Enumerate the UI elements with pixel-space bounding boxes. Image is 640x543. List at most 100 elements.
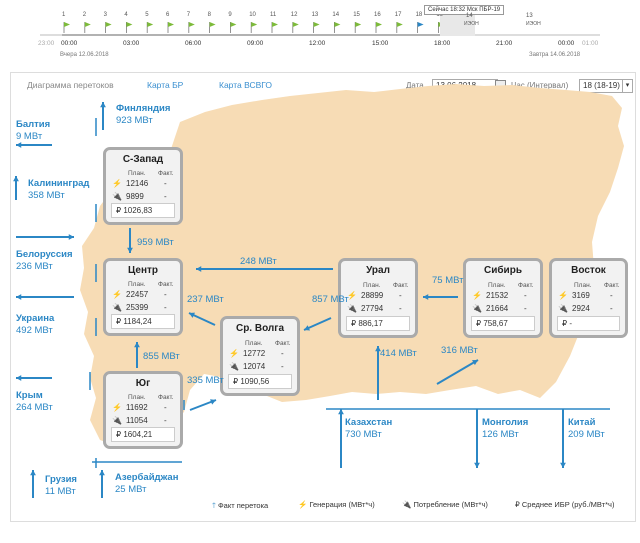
arrow-up-icon: 🡑 [212, 501, 218, 510]
col-fact: Факт. [518, 282, 534, 289]
region-name: Урал [366, 265, 390, 276]
col-fact: Факт. [393, 282, 409, 289]
tab-vsvgo-map[interactable]: Карта ВСВГО [219, 80, 273, 90]
timeline-tick: 18:00 [434, 40, 451, 47]
hour-label[interactable]: 9 [228, 12, 232, 18]
generation-icon: ⚡ [298, 500, 310, 509]
hour-label[interactable]: 5 [145, 12, 149, 18]
legend-generation: ⚡ Генерация (МВт*ч) [298, 500, 375, 509]
gen-fact: - [281, 349, 284, 358]
marker-label: ИЭОН [464, 21, 479, 27]
tab-br-map[interactable]: Карта БР [147, 80, 184, 90]
cons-plan: 25399 [126, 303, 149, 312]
hour-label[interactable]: 8 [207, 12, 211, 18]
hour-label[interactable]: 4 [124, 12, 128, 18]
arrow-head-icon [16, 142, 22, 148]
region-box-szapad[interactable]: С-Запад План. Факт. ⚡ 12146 - 🔌 9899 - ₽… [103, 147, 183, 225]
hour-label[interactable]: 18 [415, 12, 423, 18]
hour-label[interactable]: 2 [82, 12, 87, 18]
cons-plan: 21664 [486, 304, 509, 313]
chevron-down-icon[interactable]: ▾ [622, 80, 632, 92]
hour-label[interactable]: 12 [290, 12, 298, 18]
gen-plan: 28899 [361, 291, 384, 300]
gen-plan: 22457 [126, 290, 149, 299]
tomorrow-label[interactable]: Завтра 14.06.2018 [529, 52, 581, 58]
arrow-head-icon [474, 462, 480, 468]
hour-label[interactable]: 16 [374, 12, 381, 18]
cons-plan: 2924 [572, 304, 590, 313]
generation-icon: ⚡ [347, 291, 357, 300]
hour-label[interactable]: 3 [103, 12, 107, 18]
hour-label[interactable]: 13 [311, 12, 319, 18]
gen-plan: 3169 [572, 291, 590, 300]
gen-fact: - [610, 291, 613, 300]
price-value: - [569, 319, 572, 328]
price-value: 1604,21 [123, 430, 153, 439]
col-plan: План. [574, 282, 592, 289]
legend-price: ₽ Среднее ИБР (руб./МВт*ч) [515, 500, 614, 509]
hour-label[interactable]: 10 [249, 12, 256, 18]
flow-ural-volga: 857 МВт [312, 294, 349, 305]
consumption-icon: 🔌 [229, 362, 239, 371]
hour-label[interactable]: 14 [332, 12, 340, 18]
generation-icon: ⚡ [472, 291, 482, 300]
region-box-ural[interactable]: Урал План. Факт. ⚡ 28899 - 🔌 27794 - ₽ 8… [338, 258, 418, 338]
arrow-head-icon [304, 325, 310, 331]
generation-icon: ⚡ [558, 291, 568, 300]
flow-crimea-value: 264 МВт [16, 402, 53, 413]
col-plan: План. [245, 340, 263, 347]
hour-flag-icon [355, 22, 362, 27]
flow-arrow-kaz-sibir [436, 359, 479, 385]
arrow-head-icon [99, 470, 105, 476]
hour-label[interactable]: 15 [353, 12, 360, 18]
flow-georgia-name: Грузия [45, 474, 77, 485]
cons-plan: 27794 [361, 304, 384, 313]
consumption-icon: 🔌 [472, 304, 482, 313]
yesterday-label[interactable]: Вчера 12.06.2018 [60, 52, 109, 58]
hour-flag-icon [376, 22, 382, 27]
consumption-icon: 🔌 [402, 500, 414, 509]
region-box-yug[interactable]: Юг План. Факт. ⚡ 11692 - 🔌 11054 - ₽ 160… [103, 371, 183, 449]
region-box-sibir[interactable]: Сибирь План. Факт. ⚡ 21532 - 🔌 21664 - ₽… [463, 258, 543, 338]
hour-select[interactable]: 18 (18-19) ▾ [579, 79, 633, 93]
hour-flag-icon [313, 22, 320, 27]
timeline-graphic [40, 14, 600, 36]
tab-flow-diagram[interactable]: Диаграмма перетоков [27, 80, 114, 90]
timeline-tick: 01:00 [582, 40, 599, 47]
legend-flow-label: Факт перетока [217, 501, 269, 510]
arrow-head-icon [16, 375, 22, 381]
region-name: С-Запад [122, 154, 164, 165]
flow-mongolia-value: 126 МВт [482, 429, 519, 440]
hour-label[interactable]: 11 [270, 12, 277, 18]
region-box-volga[interactable]: Ср. Волга План. Факт. ⚡ 12772 - 🔌 12074 … [220, 316, 300, 396]
flow-georgia-value: 11 МВт [45, 486, 76, 497]
flow-azerbaijan-name: Азербайджан [115, 472, 179, 483]
region-box-centr[interactable]: Центр План. Факт. ⚡ 22457 - 🔌 25399 - ₽ … [103, 258, 183, 336]
ruble-icon: ₽ [562, 319, 570, 328]
hour-label[interactable]: 6 [166, 12, 170, 18]
ruble-icon: ₽ [476, 319, 484, 328]
marker-label: ИЭОН [526, 21, 541, 27]
hour-flag-icon [64, 22, 70, 27]
flow-crimea-name: Крым [16, 390, 43, 401]
col-fact: Факт. [604, 282, 620, 289]
now-indicator[interactable]: Сейчас 18:32 Мск ПБР-19 [424, 5, 505, 15]
price-field: ₽ - [557, 316, 620, 331]
ruble-icon: ₽ [233, 377, 241, 386]
col-fact: Факт. [158, 394, 174, 401]
timeline-tick: 23:00 [38, 40, 55, 47]
price-field: ₽ 1184,24 [111, 314, 175, 329]
hour-flag-icon [84, 22, 91, 27]
region-box-vostok[interactable]: Восток План. Факт. ⚡ 3169 - 🔌 2924 - ₽ - [549, 258, 628, 338]
col-fact: Факт. [158, 281, 174, 288]
hour-label[interactable]: 19 [436, 12, 444, 18]
ruble-icon: ₽ [116, 430, 124, 439]
gen-plan: 21532 [486, 291, 509, 300]
hour-label[interactable]: 17 [394, 12, 402, 18]
region-name: Юг [135, 378, 151, 389]
hour-label[interactable]: 1 [62, 12, 66, 18]
arrow-head-icon [196, 266, 202, 272]
hour-label[interactable]: 7 [186, 12, 191, 18]
price-value: 1090,56 [240, 377, 270, 386]
